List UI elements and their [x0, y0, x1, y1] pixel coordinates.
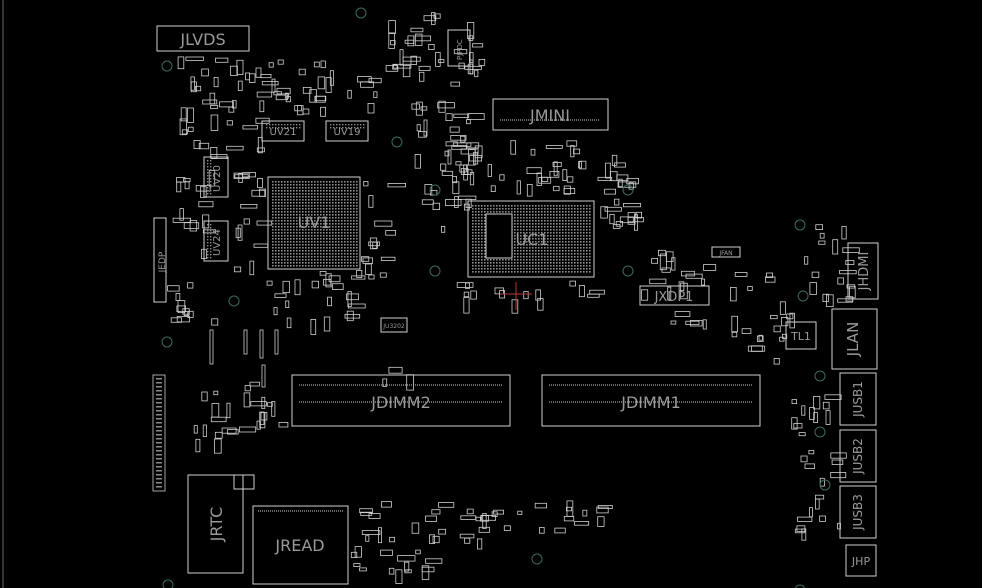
component-jmini[interactable]: JMINI	[492, 98, 609, 131]
jhp-label: JHP	[851, 555, 871, 568]
component-jxdp1[interactable]: JXDP1	[639, 285, 710, 306]
jmini-label: JMINI	[529, 106, 570, 125]
jedp-label: JEDP	[158, 251, 168, 273]
component-jlan[interactable]: JLAN	[831, 308, 878, 370]
jdimm1-label: JDIMM1	[620, 393, 681, 412]
jusb3-label: JUSB3	[851, 494, 865, 531]
component-jusb3[interactable]: JUSB3	[839, 485, 877, 539]
component-jdimm1[interactable]: JDIMM1	[541, 374, 761, 427]
component-jread[interactable]: JREAD	[252, 505, 349, 585]
small-parts-layer	[152, 12, 860, 584]
uv19-label: UV19	[334, 127, 361, 138]
pjpdc-label: PJPDC	[456, 39, 464, 60]
component-tl1[interactable]: TL1	[785, 321, 817, 350]
jlan-label: JLAN	[844, 322, 862, 358]
jread-label: JREAD	[274, 536, 324, 555]
component-jdimm2[interactable]: JDIMM2	[291, 374, 511, 427]
jlvds-label: JLVDS	[179, 30, 225, 49]
uv24-label: UV24	[212, 229, 223, 256]
ju3202-label: JU3202	[382, 323, 405, 330]
mounting-holes-layer	[161, 7, 831, 588]
component-jrtc[interactable]: JRTC	[187, 474, 255, 574]
jhdmi-label: JHDMI	[857, 252, 872, 292]
jrtc-label: JRTC	[207, 507, 226, 543]
jusb1-label: JUSB1	[851, 381, 865, 418]
component-uv1[interactable]: UV1	[267, 176, 361, 270]
component-jhdmi[interactable]: JHDMI	[847, 242, 879, 300]
component-jusb1[interactable]: JUSB1	[839, 372, 877, 426]
component-jlvds[interactable]: JLVDS	[156, 25, 250, 52]
component-jedp[interactable]: JEDP	[153, 217, 168, 303]
pin-crosshair-marker	[500, 282, 532, 310]
component-uv20[interactable]: UV20	[203, 156, 229, 198]
component-uc1[interactable]: UC1	[467, 200, 595, 278]
component-uv24[interactable]: UV24	[203, 220, 229, 262]
jdimm2-label: JDIMM2	[370, 393, 431, 412]
jfan-label: JFAN	[718, 250, 732, 257]
component-jfan[interactable]: JFAN	[711, 246, 741, 258]
jusb2-label: JUSB2	[851, 438, 865, 475]
uv21-label: UV21	[270, 127, 297, 138]
component-jhp[interactable]: JHP	[845, 544, 877, 577]
uv1-label: UV1	[298, 213, 331, 232]
uv20-label: UV20	[212, 165, 223, 192]
component-pjpdc[interactable]: PJPDC	[447, 29, 471, 67]
tl1-label: TL1	[790, 330, 811, 343]
component-ju3202[interactable]: JU3202	[380, 317, 408, 333]
uc1-label: UC1	[515, 230, 548, 249]
component-jusb2[interactable]: JUSB2	[839, 429, 877, 483]
jxdp1-label: JXDP1	[654, 290, 694, 305]
component-uv19[interactable]: UV19	[325, 120, 369, 142]
component-uv21[interactable]: UV21	[261, 120, 305, 142]
